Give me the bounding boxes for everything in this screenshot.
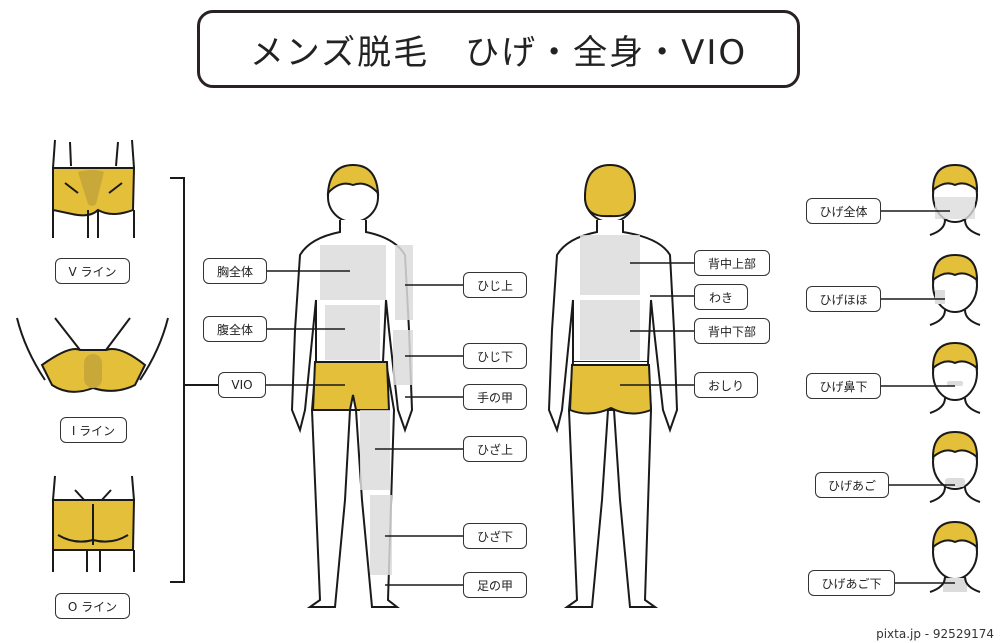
back-body: [547, 163, 679, 608]
label-lower-elbow: ひじ下: [463, 343, 527, 369]
label-i-line: I ライン: [60, 417, 127, 443]
front-body: [290, 163, 414, 608]
o-line-illustration: [52, 475, 136, 572]
label-beard-full: ひげ全体: [806, 198, 881, 224]
label-beard-chin: ひげあご: [815, 472, 889, 498]
label-belly: 腹全体: [203, 316, 267, 342]
label-vio: VIO: [218, 372, 266, 398]
label-upper-elbow: ひじ上: [463, 272, 527, 298]
footer-credit: pixta.jp - 92529174: [876, 627, 994, 641]
vio-bracket: [170, 177, 218, 583]
label-upper-knee: ひざ上: [463, 436, 527, 462]
page-title: メンズ脱毛 ひげ・全身・VIO: [249, 32, 748, 73]
i-line-illustration: [16, 317, 169, 393]
beard-heads: [929, 163, 981, 593]
label-buttocks: おしり: [694, 372, 758, 398]
label-beard-cheek: ひげほほ: [806, 286, 881, 312]
label-top-of-foot: 足の甲: [463, 572, 527, 598]
label-chest: 胸全体: [203, 258, 267, 284]
label-back-of-hand: 手の甲: [463, 384, 527, 410]
v-line-illustration: [52, 139, 136, 238]
label-armpit: わき: [694, 284, 748, 310]
label-beard-under-nose: ひげ鼻下: [806, 373, 881, 399]
title-box: メンズ脱毛 ひげ・全身・VIO: [197, 10, 800, 88]
label-v-line: V ライン: [55, 258, 130, 284]
label-beard-under-chin: ひげあご下: [808, 570, 895, 596]
label-lower-back: 背中下部: [694, 318, 770, 344]
label-o-line: O ライン: [55, 593, 130, 619]
label-upper-back: 背中上部: [694, 250, 770, 276]
leader-lines: [266, 210, 955, 586]
label-lower-knee: ひざ下: [463, 523, 527, 549]
